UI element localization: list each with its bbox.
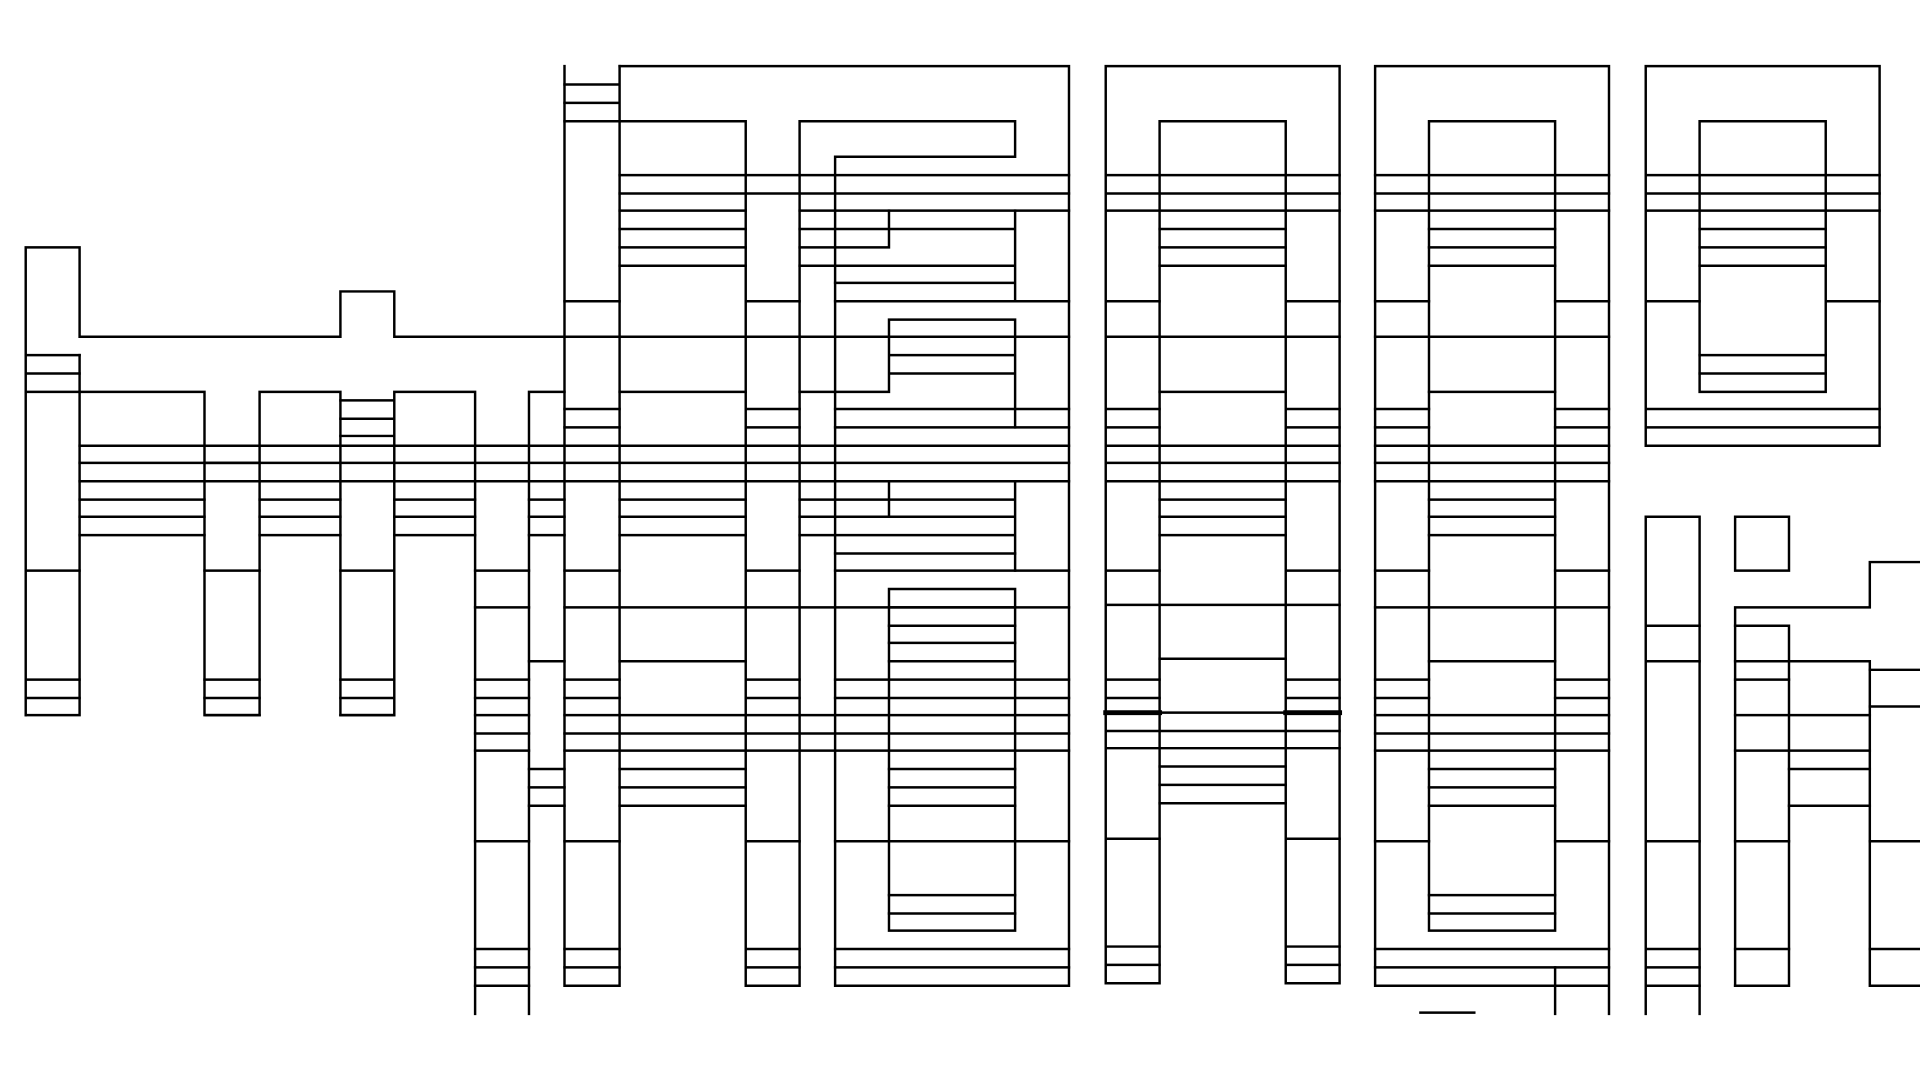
column-block-a	[563, 64, 1071, 987]
right-fragment	[1644, 515, 1920, 1016]
horizontal-band	[78, 444, 1071, 537]
column-block-c	[1373, 64, 1611, 1016]
column-block-b	[1103, 64, 1343, 985]
left-column-group	[24, 246, 566, 1016]
column-block-d	[1644, 64, 1881, 447]
line-drawing-strokes	[24, 64, 1920, 1016]
